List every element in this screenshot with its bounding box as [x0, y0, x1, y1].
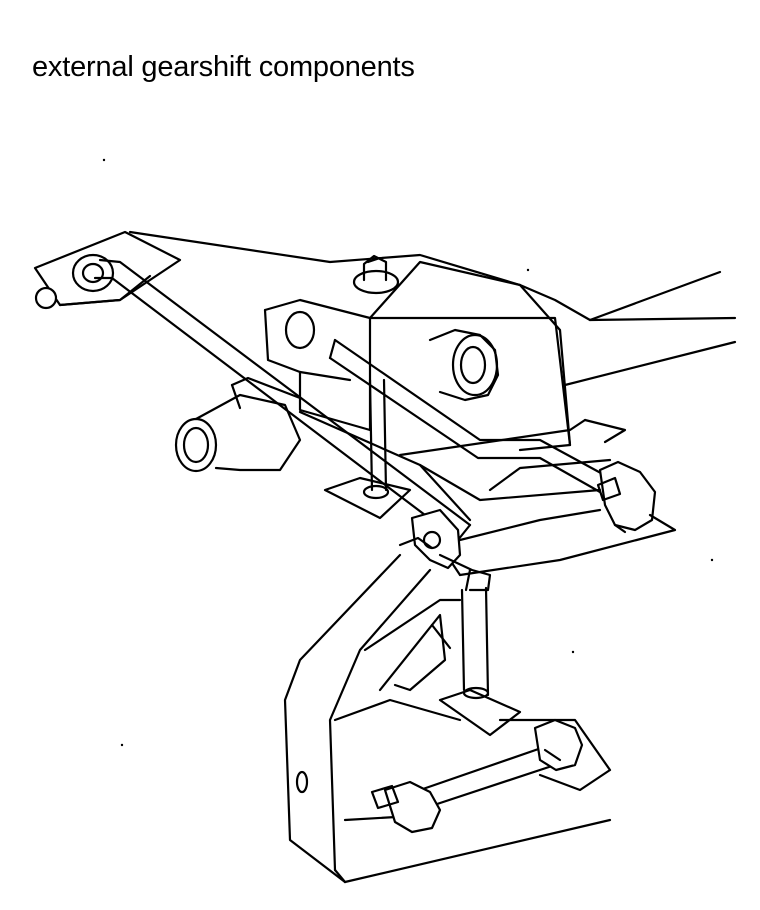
lower-vertical-bracket — [283, 553, 612, 884]
diagram-caption: external gearshift components — [32, 51, 415, 83]
right-ball-joint — [596, 460, 657, 534]
lower-left-ball-joint — [370, 780, 442, 834]
middle-post — [323, 378, 412, 520]
selector-shaft — [428, 328, 500, 402]
housing-bolt — [352, 254, 400, 295]
lower-shift-rod — [328, 338, 612, 494]
lower-post — [438, 586, 522, 737]
lower-right-ball-joint — [533, 718, 584, 772]
scan-specks — [102, 158, 714, 747]
lever-pivot — [398, 508, 492, 592]
coupling-tube — [174, 310, 316, 473]
upper-shift-rod — [93, 258, 472, 542]
left-bracket-plate — [33, 230, 182, 310]
transmission-housing — [128, 230, 737, 452]
